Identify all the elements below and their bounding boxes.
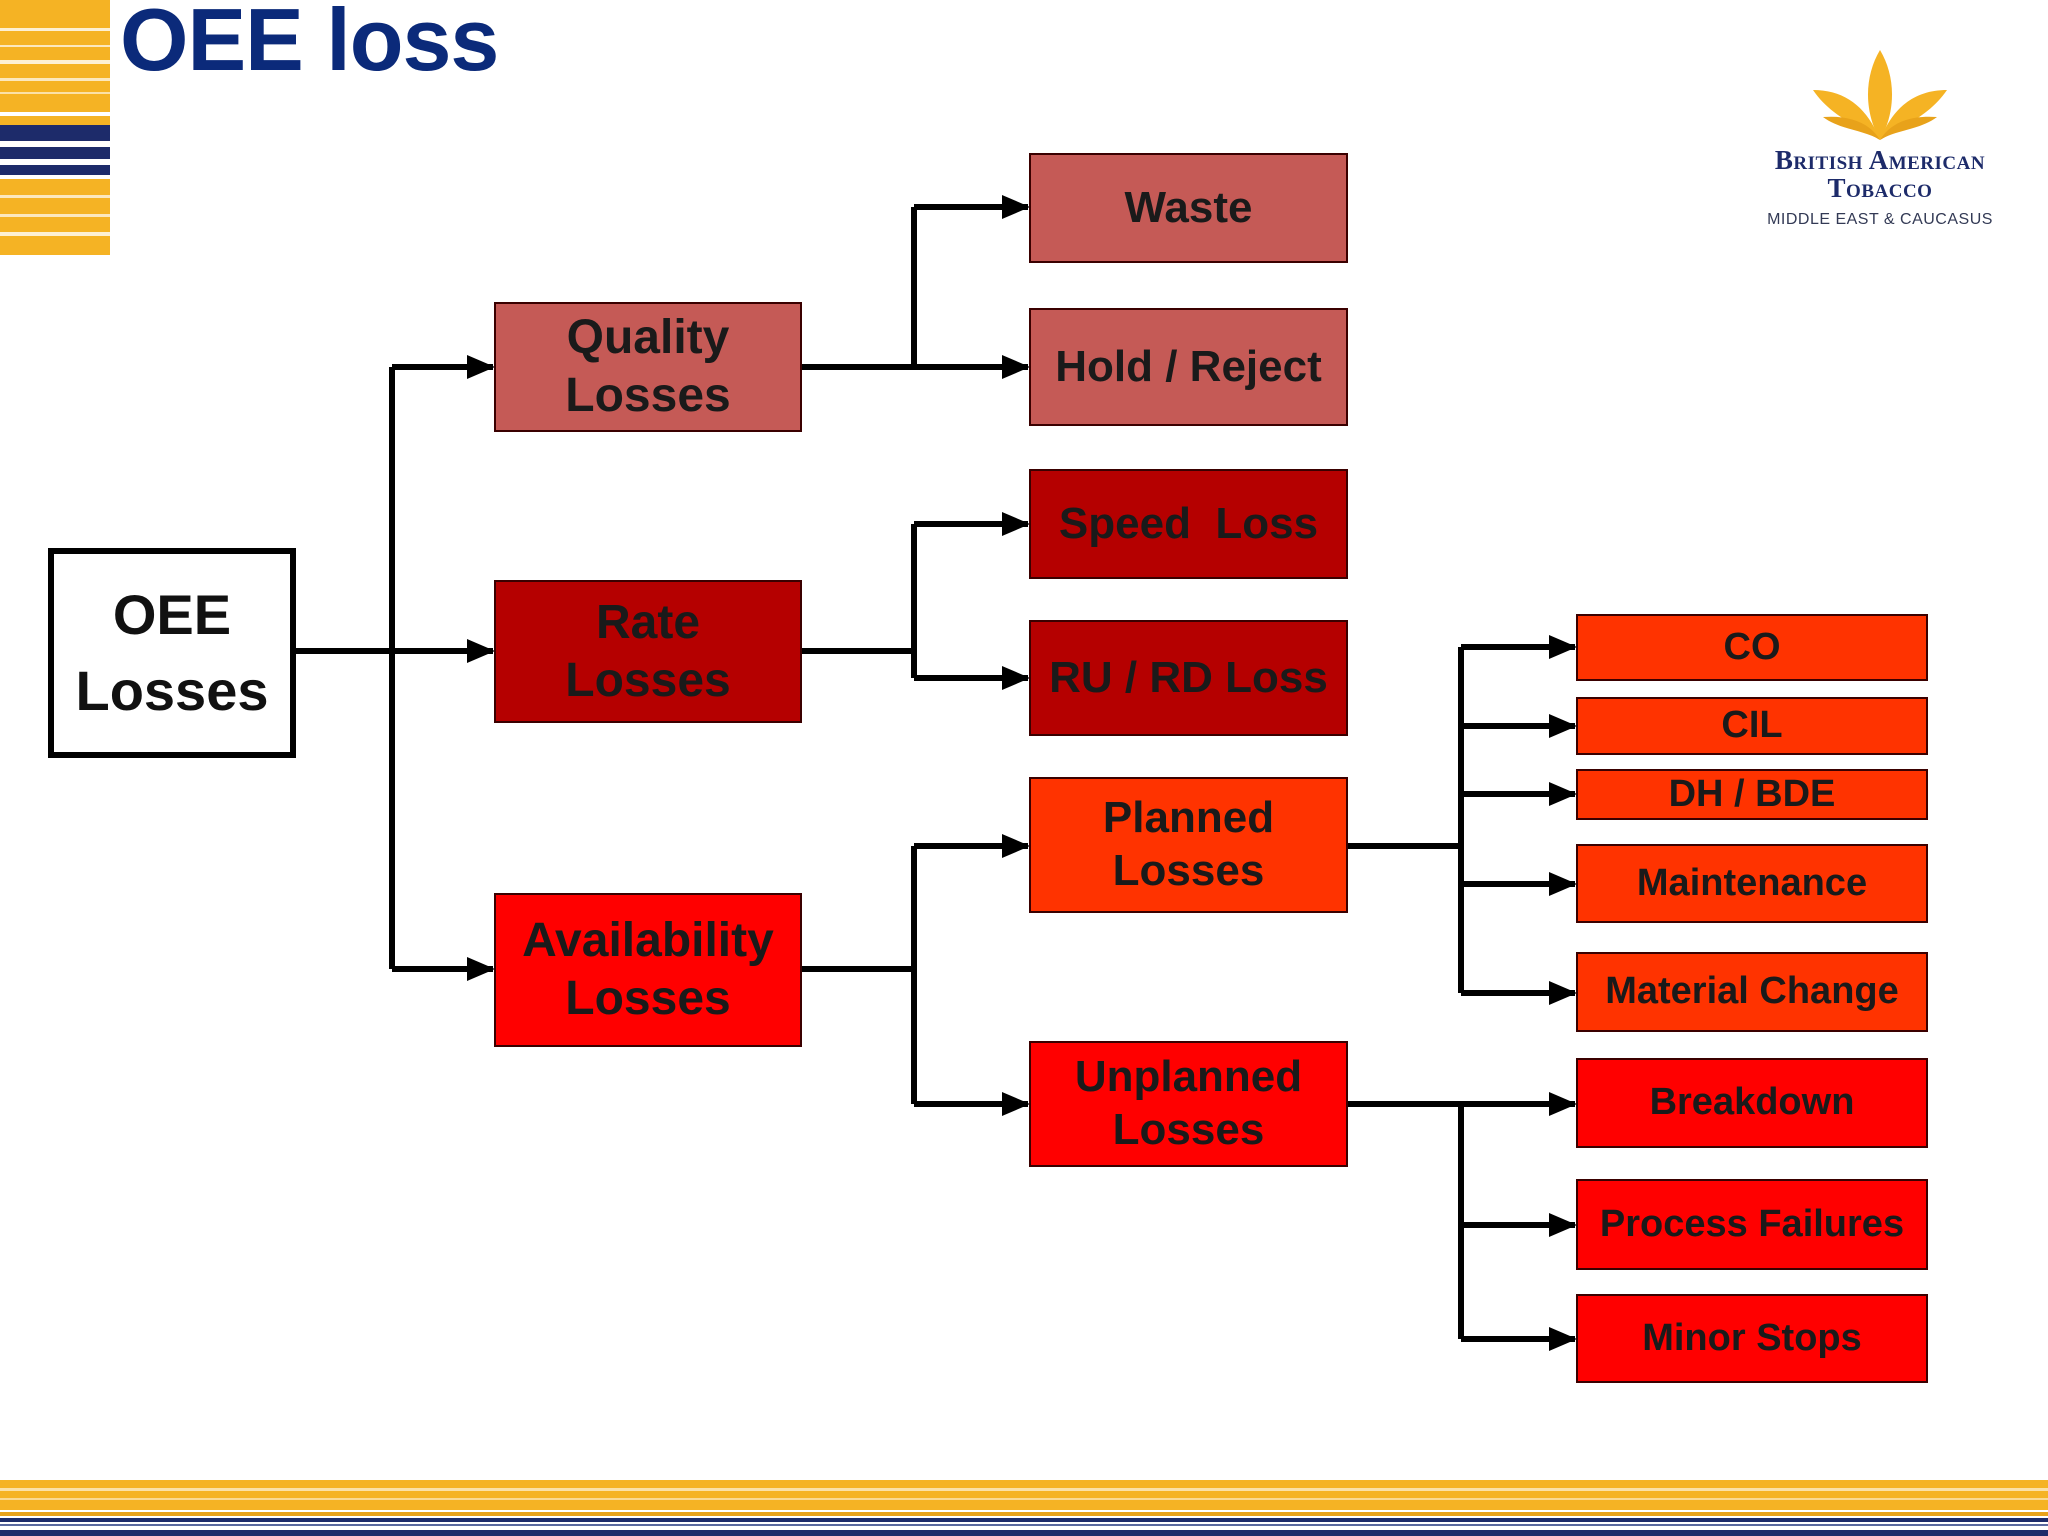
- node-maintenance: Maintenance: [1576, 844, 1928, 923]
- logo-text-line3: MIDDLE EAST & CAUCASUS: [1767, 211, 1993, 228]
- node-line2: Losses: [75, 659, 269, 722]
- node-minor-stops: Minor Stops: [1576, 1294, 1928, 1383]
- node-process-failures: Process Failures: [1576, 1179, 1928, 1270]
- node-line2: Losses: [1112, 846, 1265, 895]
- node-line2: Losses: [565, 369, 731, 422]
- node-co: CO: [1576, 614, 1928, 681]
- logo-text-line1: British American: [1774, 145, 1986, 175]
- node-cil: CIL: [1576, 697, 1928, 755]
- node-line1: Rate: [595, 595, 701, 649]
- footer-stripes-decoration: [0, 1480, 2048, 1536]
- node-dh-bde: DH / BDE: [1576, 769, 1928, 820]
- node-waste: Waste: [1029, 153, 1348, 263]
- node-line2: Losses: [565, 653, 731, 707]
- node-line1: Planned: [1102, 793, 1275, 843]
- node-line1: Quality: [566, 311, 730, 365]
- node-line1: Unplanned: [1074, 1052, 1303, 1102]
- logo-text-line2: Tobacco: [1827, 173, 1933, 203]
- company-logo: British American Tobacco MIDDLE EAST & C…: [1730, 45, 2030, 245]
- node-oee-losses: OEE Losses: [48, 548, 296, 758]
- page-title: OEE loss: [120, 0, 499, 89]
- tobacco-leaf-icon: [1813, 50, 1947, 140]
- node-speed-loss: Speed Loss: [1029, 469, 1348, 579]
- node-line2: Losses: [565, 972, 731, 1025]
- node-hold-reject: Hold / Reject: [1029, 308, 1348, 426]
- node-ru-rd-loss: RU / RD Loss: [1029, 620, 1348, 736]
- node-breakdown: Breakdown: [1576, 1058, 1928, 1148]
- node-line2: Losses: [1112, 1105, 1265, 1154]
- node-line1: Availability: [522, 914, 774, 968]
- corner-stripes-decoration: [0, 0, 110, 255]
- node-material-change: Material Change: [1576, 952, 1928, 1032]
- node-line1: OEE: [112, 583, 232, 647]
